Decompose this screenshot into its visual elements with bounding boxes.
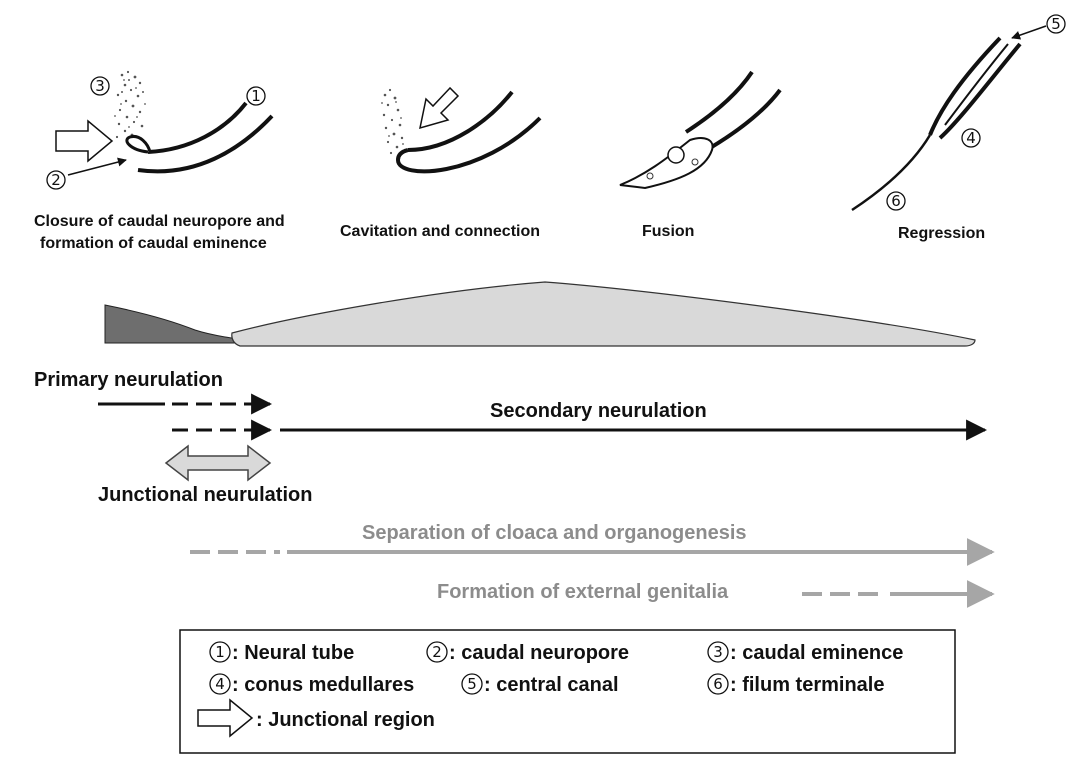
regression-tube-right (938, 42, 1022, 140)
marker-2: 2 (51, 171, 61, 189)
cavitation-tube-upper (407, 90, 514, 152)
stage1-label-line2: formation of caudal eminence (40, 235, 267, 252)
stage1-label-line1: Closure of caudal neuropore and (34, 213, 285, 230)
fusion-tube-lower (708, 88, 782, 150)
legend-label-4: : conus medullares (232, 674, 414, 696)
marker-1: 1 (251, 87, 261, 105)
legend-frame (179, 629, 956, 754)
legend-marker-2: 2 (432, 643, 442, 661)
legend-label-3: : caudal eminence (730, 642, 903, 664)
legend-label-6: : filum terminale (730, 674, 884, 696)
legend-marker-2-circle (426, 641, 448, 663)
junctional-neurulation-label: Junctional neurulation (98, 484, 312, 506)
pointer-5 (1011, 25, 1047, 40)
marker-3: 3 (95, 77, 105, 95)
neural-tube-upper-wall (147, 101, 248, 154)
stage3-label: Fusion (642, 223, 694, 240)
legend-marker-6: 6 (713, 675, 723, 693)
secondary-neurulation-label: Secondary neurulation (490, 400, 707, 422)
legend-junctional-arrow-icon (197, 698, 254, 738)
cavitation-cloud (381, 88, 407, 160)
junctional-region-arrow-2 (419, 86, 460, 130)
marker-4-circle (961, 128, 981, 148)
primary-neurulation-label: Primary neurulation (34, 369, 223, 391)
stage4-illustration: 5 4 6 (851, 14, 1066, 212)
cavitation-tube-lower (396, 116, 542, 174)
filum-terminale-line (851, 134, 932, 212)
caudal-eminence-cloud (114, 70, 146, 141)
pointer-2 (67, 157, 127, 176)
cloaca-separation-label: Separation of cloaca and organogenesis (362, 522, 747, 544)
marker-6-circle (886, 191, 906, 211)
legend-marker-4: 4 (215, 675, 225, 693)
legend-box: 1 : Neural tube 2 : caudal neuropore 3 :… (179, 629, 956, 754)
legend-marker-1-circle (209, 641, 231, 663)
legend-label-5: : central canal (484, 674, 619, 696)
stage2-label: Cavitation and connection (340, 223, 540, 240)
marker-3-circle (90, 76, 110, 96)
legend-label-2: : caudal neuropore (449, 642, 629, 664)
stage2-illustration (381, 86, 542, 174)
legend-marker-6-circle (707, 673, 729, 695)
marker-5: 5 (1051, 15, 1061, 33)
fusion-vesicle (667, 146, 685, 164)
fusion-dot-1 (646, 172, 654, 180)
marker-1-circle (246, 86, 266, 106)
fusion-dot-2 (691, 158, 699, 166)
junctional-region-arrow (55, 119, 114, 163)
fusion-body (619, 137, 714, 190)
legend-marker-1: 1 (215, 643, 225, 661)
legend-marker-4-circle (209, 673, 231, 695)
legend-marker-5-circle (461, 673, 483, 695)
neural-tube-lower-wall (137, 114, 274, 174)
regression-inner (944, 43, 1009, 126)
legend-marker-5: 5 (467, 675, 477, 693)
marker-2-circle (46, 170, 66, 190)
fusion-tube-upper (684, 70, 754, 134)
regression-tube-left (928, 36, 1002, 136)
external-genitalia-label: Formation of external genitalia (437, 581, 729, 603)
junctional-double-arrow (164, 444, 272, 482)
legend-label-1: : Neural tube (232, 642, 354, 664)
marker-6: 6 (891, 192, 901, 210)
legend-marker-3-circle (707, 641, 729, 663)
legend-junctional-label: : Junctional region (256, 709, 435, 731)
marker-5-circle (1046, 14, 1066, 34)
stage4-label: Regression (898, 225, 985, 242)
secondary-neurulation-wedge (231, 281, 976, 347)
legend-marker-3: 3 (713, 643, 723, 661)
stage3-illustration (619, 70, 782, 190)
caudal-neuropore-loop (125, 134, 152, 154)
cavitation-junction-arc (396, 148, 409, 161)
stage1-illustration: 3 1 2 (46, 70, 274, 190)
marker-4: 4 (966, 129, 976, 147)
